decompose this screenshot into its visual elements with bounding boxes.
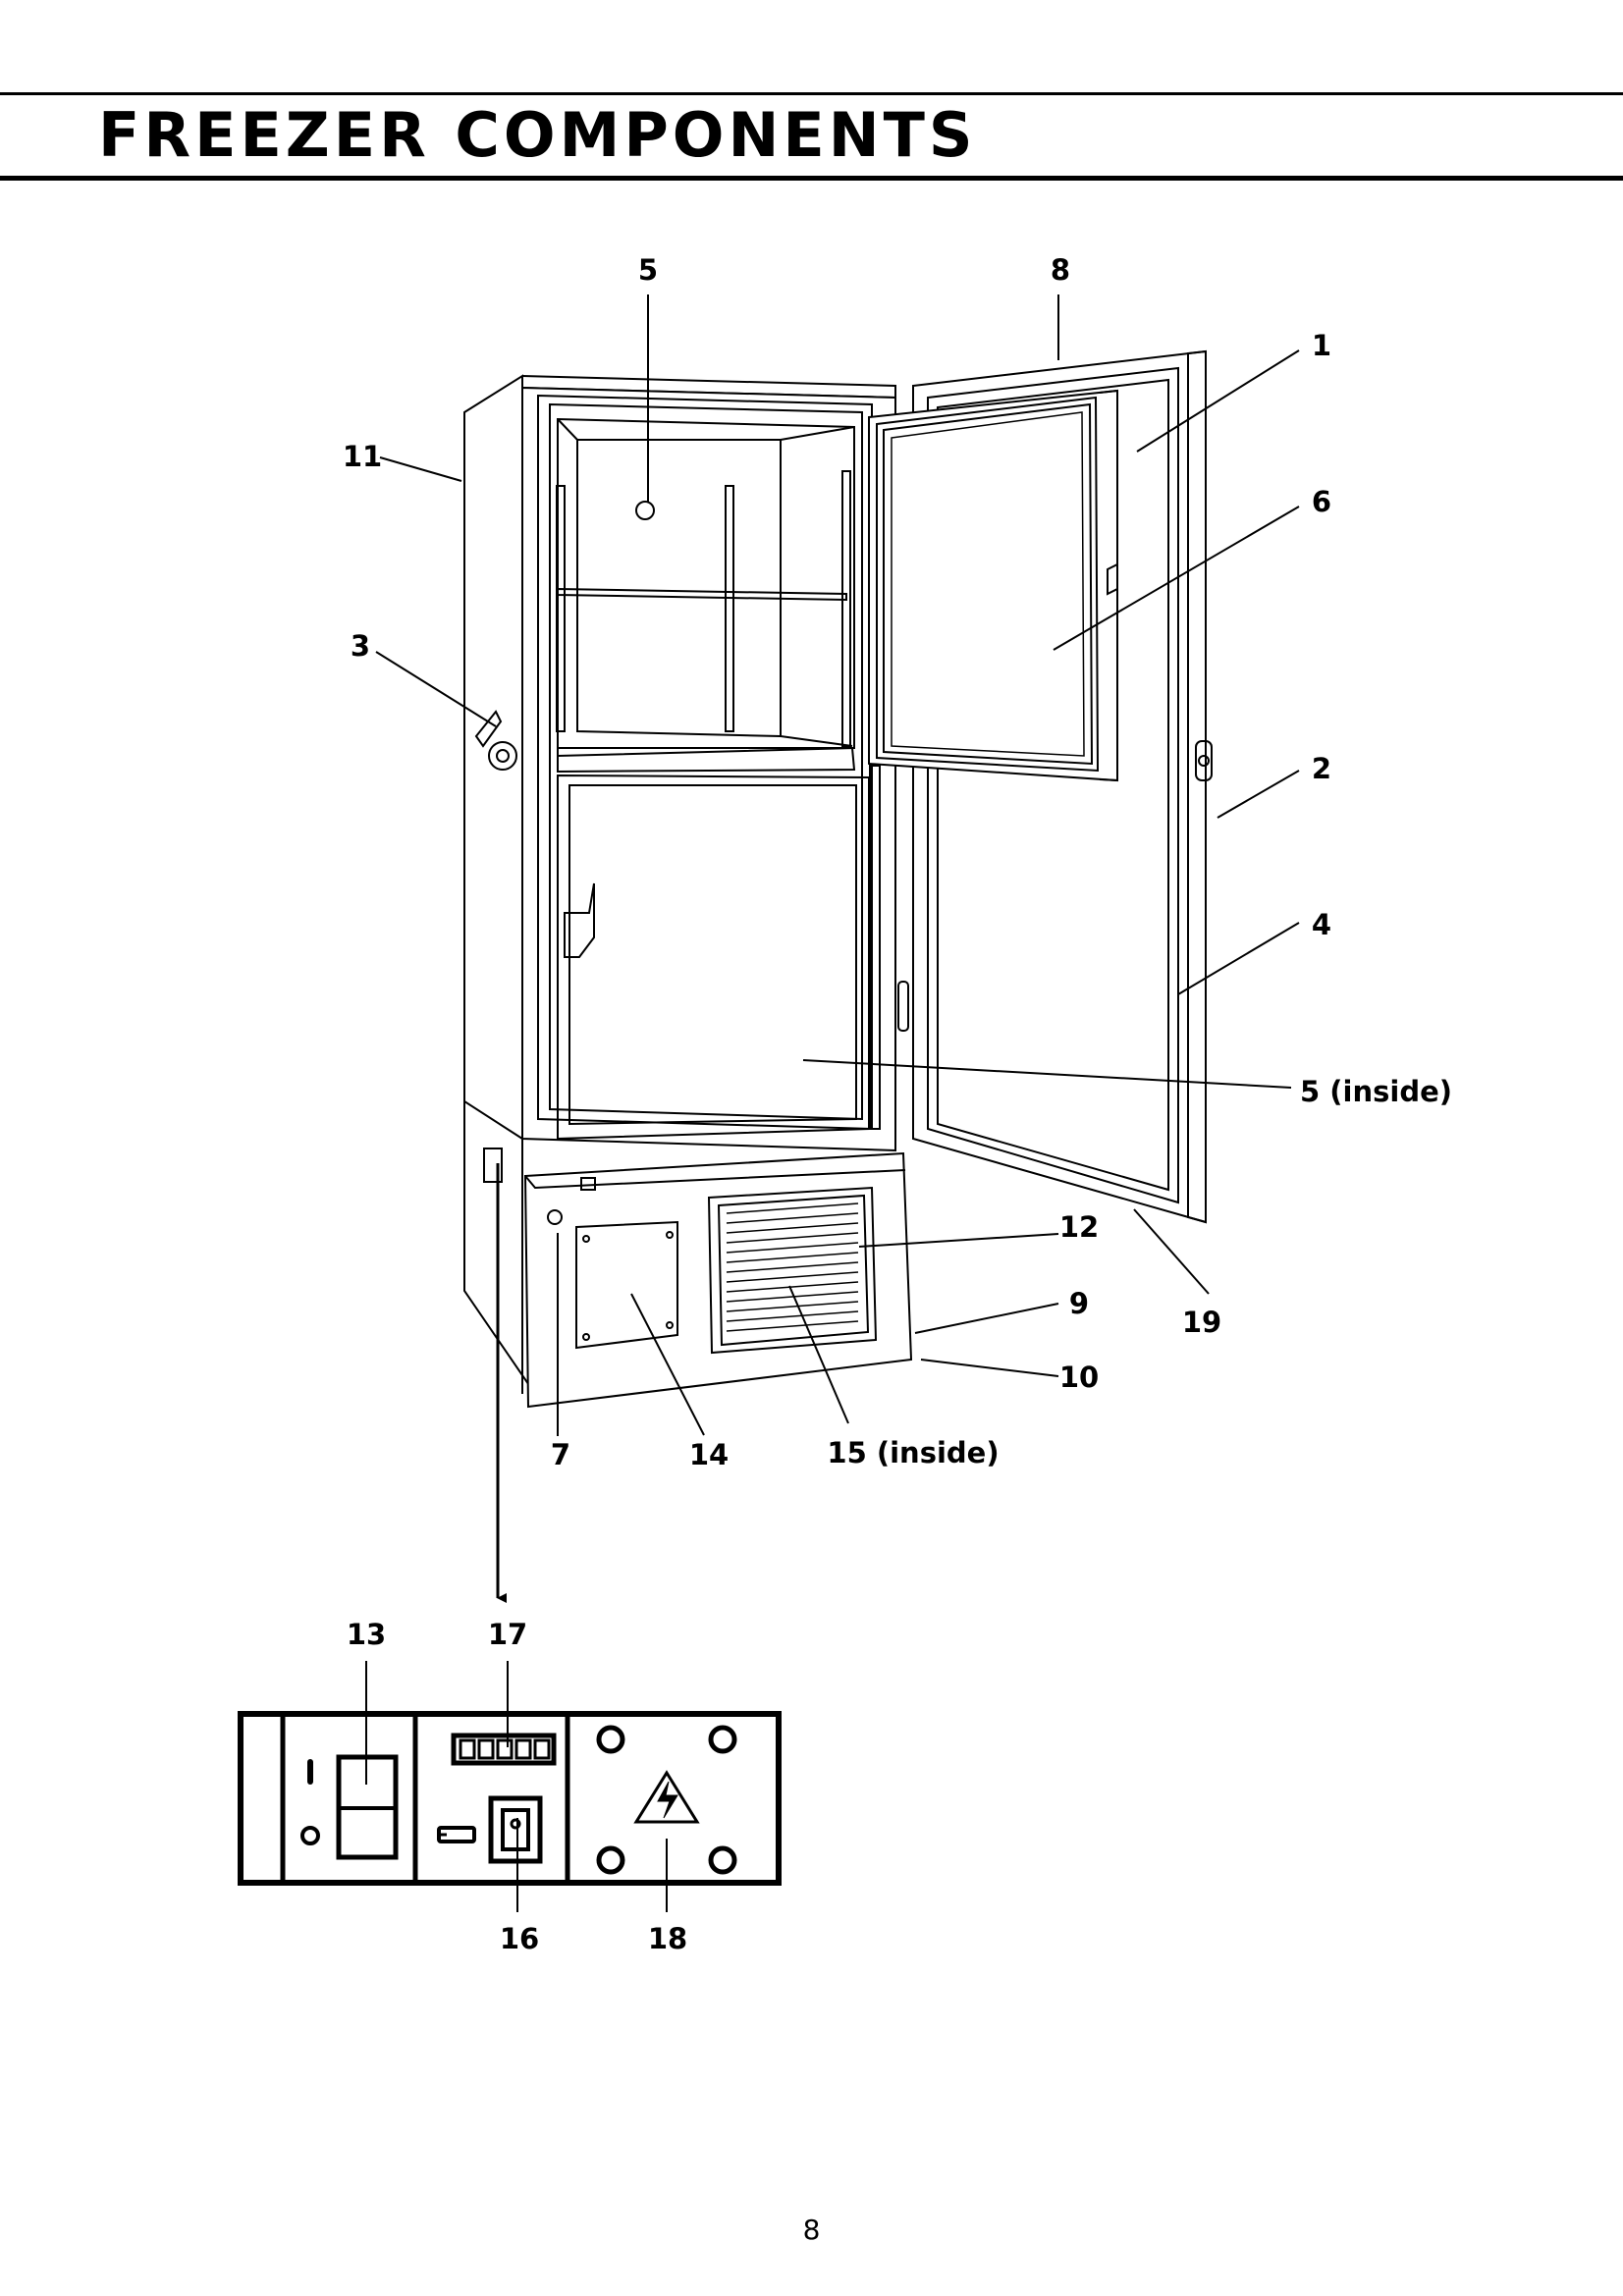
callout-12: 12 (1059, 1210, 1099, 1244)
callout-8: 8 (1051, 253, 1070, 287)
callout-2: 2 (1312, 752, 1331, 785)
terminal-block (451, 1733, 557, 1766)
header-rule-top (0, 92, 1623, 95)
vent-grille (726, 1202, 859, 1332)
control-panel-detail (238, 1711, 782, 1886)
callout-15-inside: 15 (inside) (827, 1436, 999, 1469)
callout-6: 6 (1312, 485, 1331, 518)
page-title: FREEZER COMPONENTS (98, 99, 977, 171)
machine-compartment (523, 1151, 913, 1409)
callout-9: 9 (1069, 1287, 1089, 1320)
header-rule-bottom (0, 176, 1623, 181)
callout-11: 11 (343, 440, 382, 473)
callout-16: 16 (500, 1922, 539, 1955)
leader-lines (365, 294, 1300, 1912)
freezer-door (868, 349, 1213, 1224)
callout-4: 4 (1312, 908, 1331, 941)
callout-labels: 5 8 1 11 6 3 2 4 5 (inside) 12 9 19 10 7… (343, 253, 1452, 1955)
callout-18: 18 (648, 1922, 687, 1955)
callout-3: 3 (351, 629, 370, 663)
callout-1: 1 (1312, 329, 1331, 362)
power-switch (488, 1795, 543, 1864)
callout-14: 14 (689, 1438, 729, 1471)
callout-19: 19 (1182, 1306, 1221, 1339)
callout-5-top: 5 (638, 253, 658, 287)
callout-7: 7 (551, 1438, 570, 1471)
high-voltage-warning-icon (633, 1770, 700, 1824)
callout-5-inside: 5 (inside) (1300, 1075, 1452, 1108)
callout-17: 17 (488, 1618, 527, 1651)
page-number: 8 (802, 2214, 821, 2246)
callout-10: 10 (1059, 1361, 1099, 1394)
callout-13: 13 (347, 1618, 386, 1651)
freezer-cabinet (463, 374, 909, 1395)
reset-button (300, 1826, 320, 1845)
